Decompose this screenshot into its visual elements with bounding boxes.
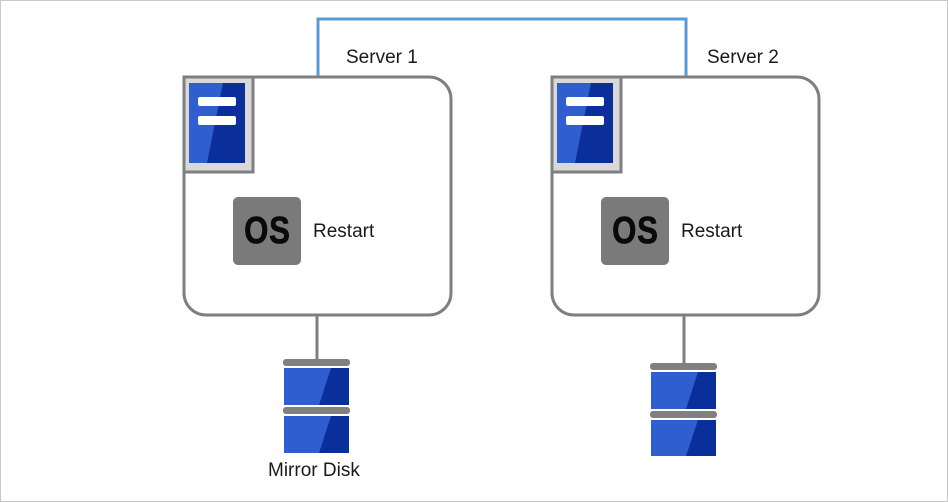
- os-badge-text: OS: [243, 209, 291, 252]
- disk-icon: [283, 359, 350, 453]
- server-1-label: Server 1: [346, 47, 418, 68]
- disk-icon: [650, 363, 717, 456]
- os-badge-text: OS: [611, 209, 659, 252]
- os-badge: OS: [233, 197, 301, 265]
- mirror-disk-label: Mirror Disk: [268, 460, 360, 481]
- server-2-label: Server 2: [707, 47, 779, 68]
- os-badge: OS: [601, 197, 669, 265]
- server-icon: [182, 75, 255, 174]
- server-2-status: Restart: [681, 221, 743, 242]
- network-link: [316, 17, 688, 77]
- server-1-status: Restart: [313, 221, 375, 242]
- server-icon: [550, 75, 623, 174]
